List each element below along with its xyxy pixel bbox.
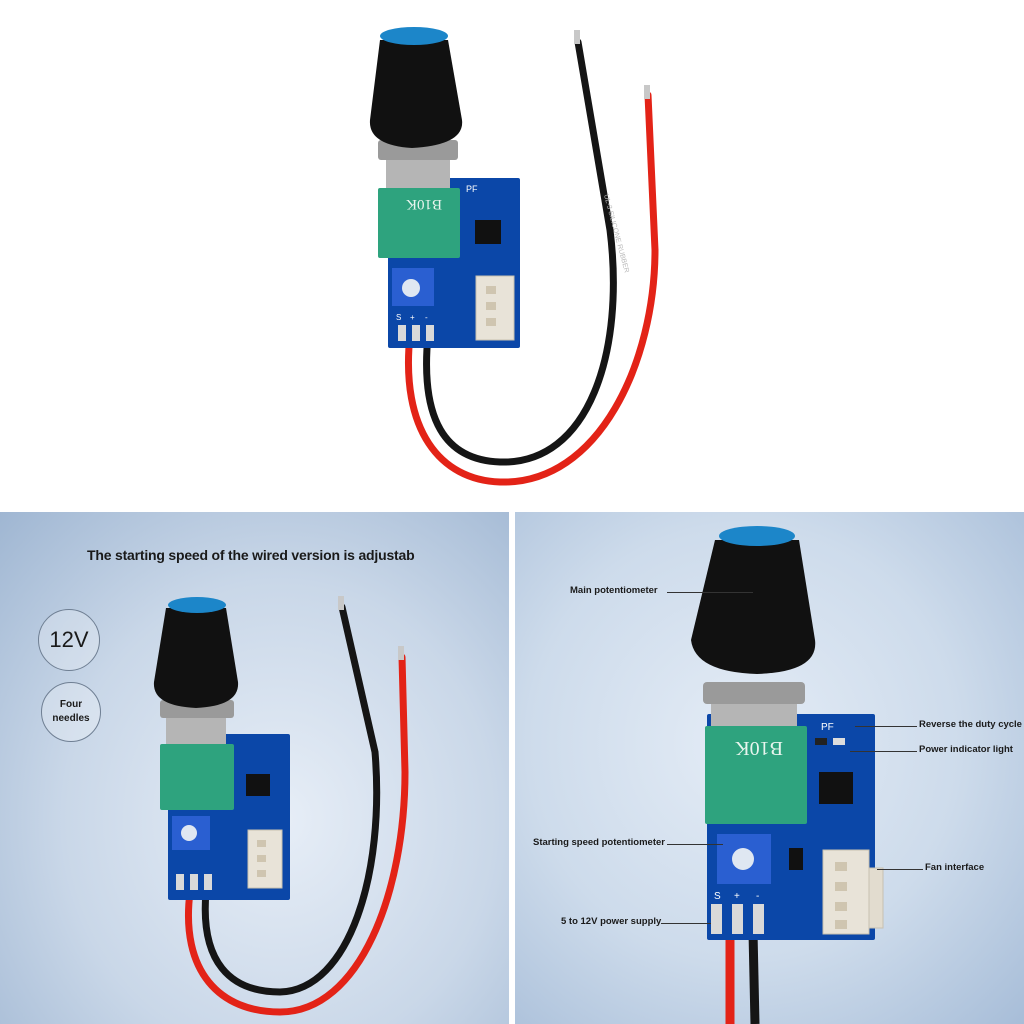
red-wire: [405, 91, 659, 486]
panel-caption: The starting speed of the wired version …: [87, 547, 415, 563]
pot-label: B10K: [735, 737, 783, 759]
leader-power-supply: [661, 923, 711, 924]
callout-reverse: Reverse the duty cycle: [919, 719, 1022, 730]
left-controller-photo: [153, 596, 409, 1016]
red-wire: [185, 653, 409, 1016]
s-marking: S: [396, 313, 401, 322]
wired-version-panel: The starting speed of the wired version …: [0, 512, 509, 1024]
black-wire: [423, 38, 617, 466]
top-product-panel: UL-3 SILICONE RUBBER B10K PF S + -: [369, 27, 659, 486]
callout-power-supply: 5 to 12V power supply: [561, 916, 662, 927]
knob: [691, 540, 816, 674]
pot-label: B10K: [406, 196, 442, 212]
callout-start-pot: Starting speed potentiometer: [533, 837, 665, 848]
knob: [153, 608, 239, 708]
leader-fan: [877, 869, 923, 870]
pf-marking: PF: [821, 722, 834, 733]
callout-power-light: Power indicator light: [919, 744, 1013, 755]
plus-marking: +: [410, 313, 415, 322]
needles-badge: Four needles: [41, 682, 101, 742]
plus-marking: +: [734, 891, 740, 902]
black-wire: [748, 931, 760, 1024]
main-pot-body: [378, 188, 460, 258]
black-wire: [201, 603, 381, 996]
annotated-panel: B10K PF S + - Main potentiometer Reverse…: [515, 512, 1024, 1024]
leader-reverse: [855, 726, 917, 727]
panel-divider: [509, 512, 515, 1024]
leader-start-pot: [667, 844, 723, 845]
voltage-badge: 12V: [38, 609, 100, 671]
main-pot-body: [705, 726, 807, 824]
right-controller-photo: B10K PF S + -: [691, 526, 884, 1024]
leader-main-pot: [667, 592, 753, 593]
minus-marking: -: [425, 313, 428, 322]
callout-main-pot: Main potentiometer: [570, 585, 658, 596]
callout-fan: Fan interface: [925, 862, 985, 873]
pf-marking: PF: [466, 184, 478, 194]
s-marking: S: [714, 891, 721, 902]
minus-marking: -: [756, 891, 759, 902]
leader-power-light: [850, 751, 917, 752]
main-pot-body: [160, 744, 234, 810]
top-controller-photo: UL-3 SILICONE RUBBER B10K PF S + -: [369, 27, 659, 486]
knob: [369, 40, 463, 148]
